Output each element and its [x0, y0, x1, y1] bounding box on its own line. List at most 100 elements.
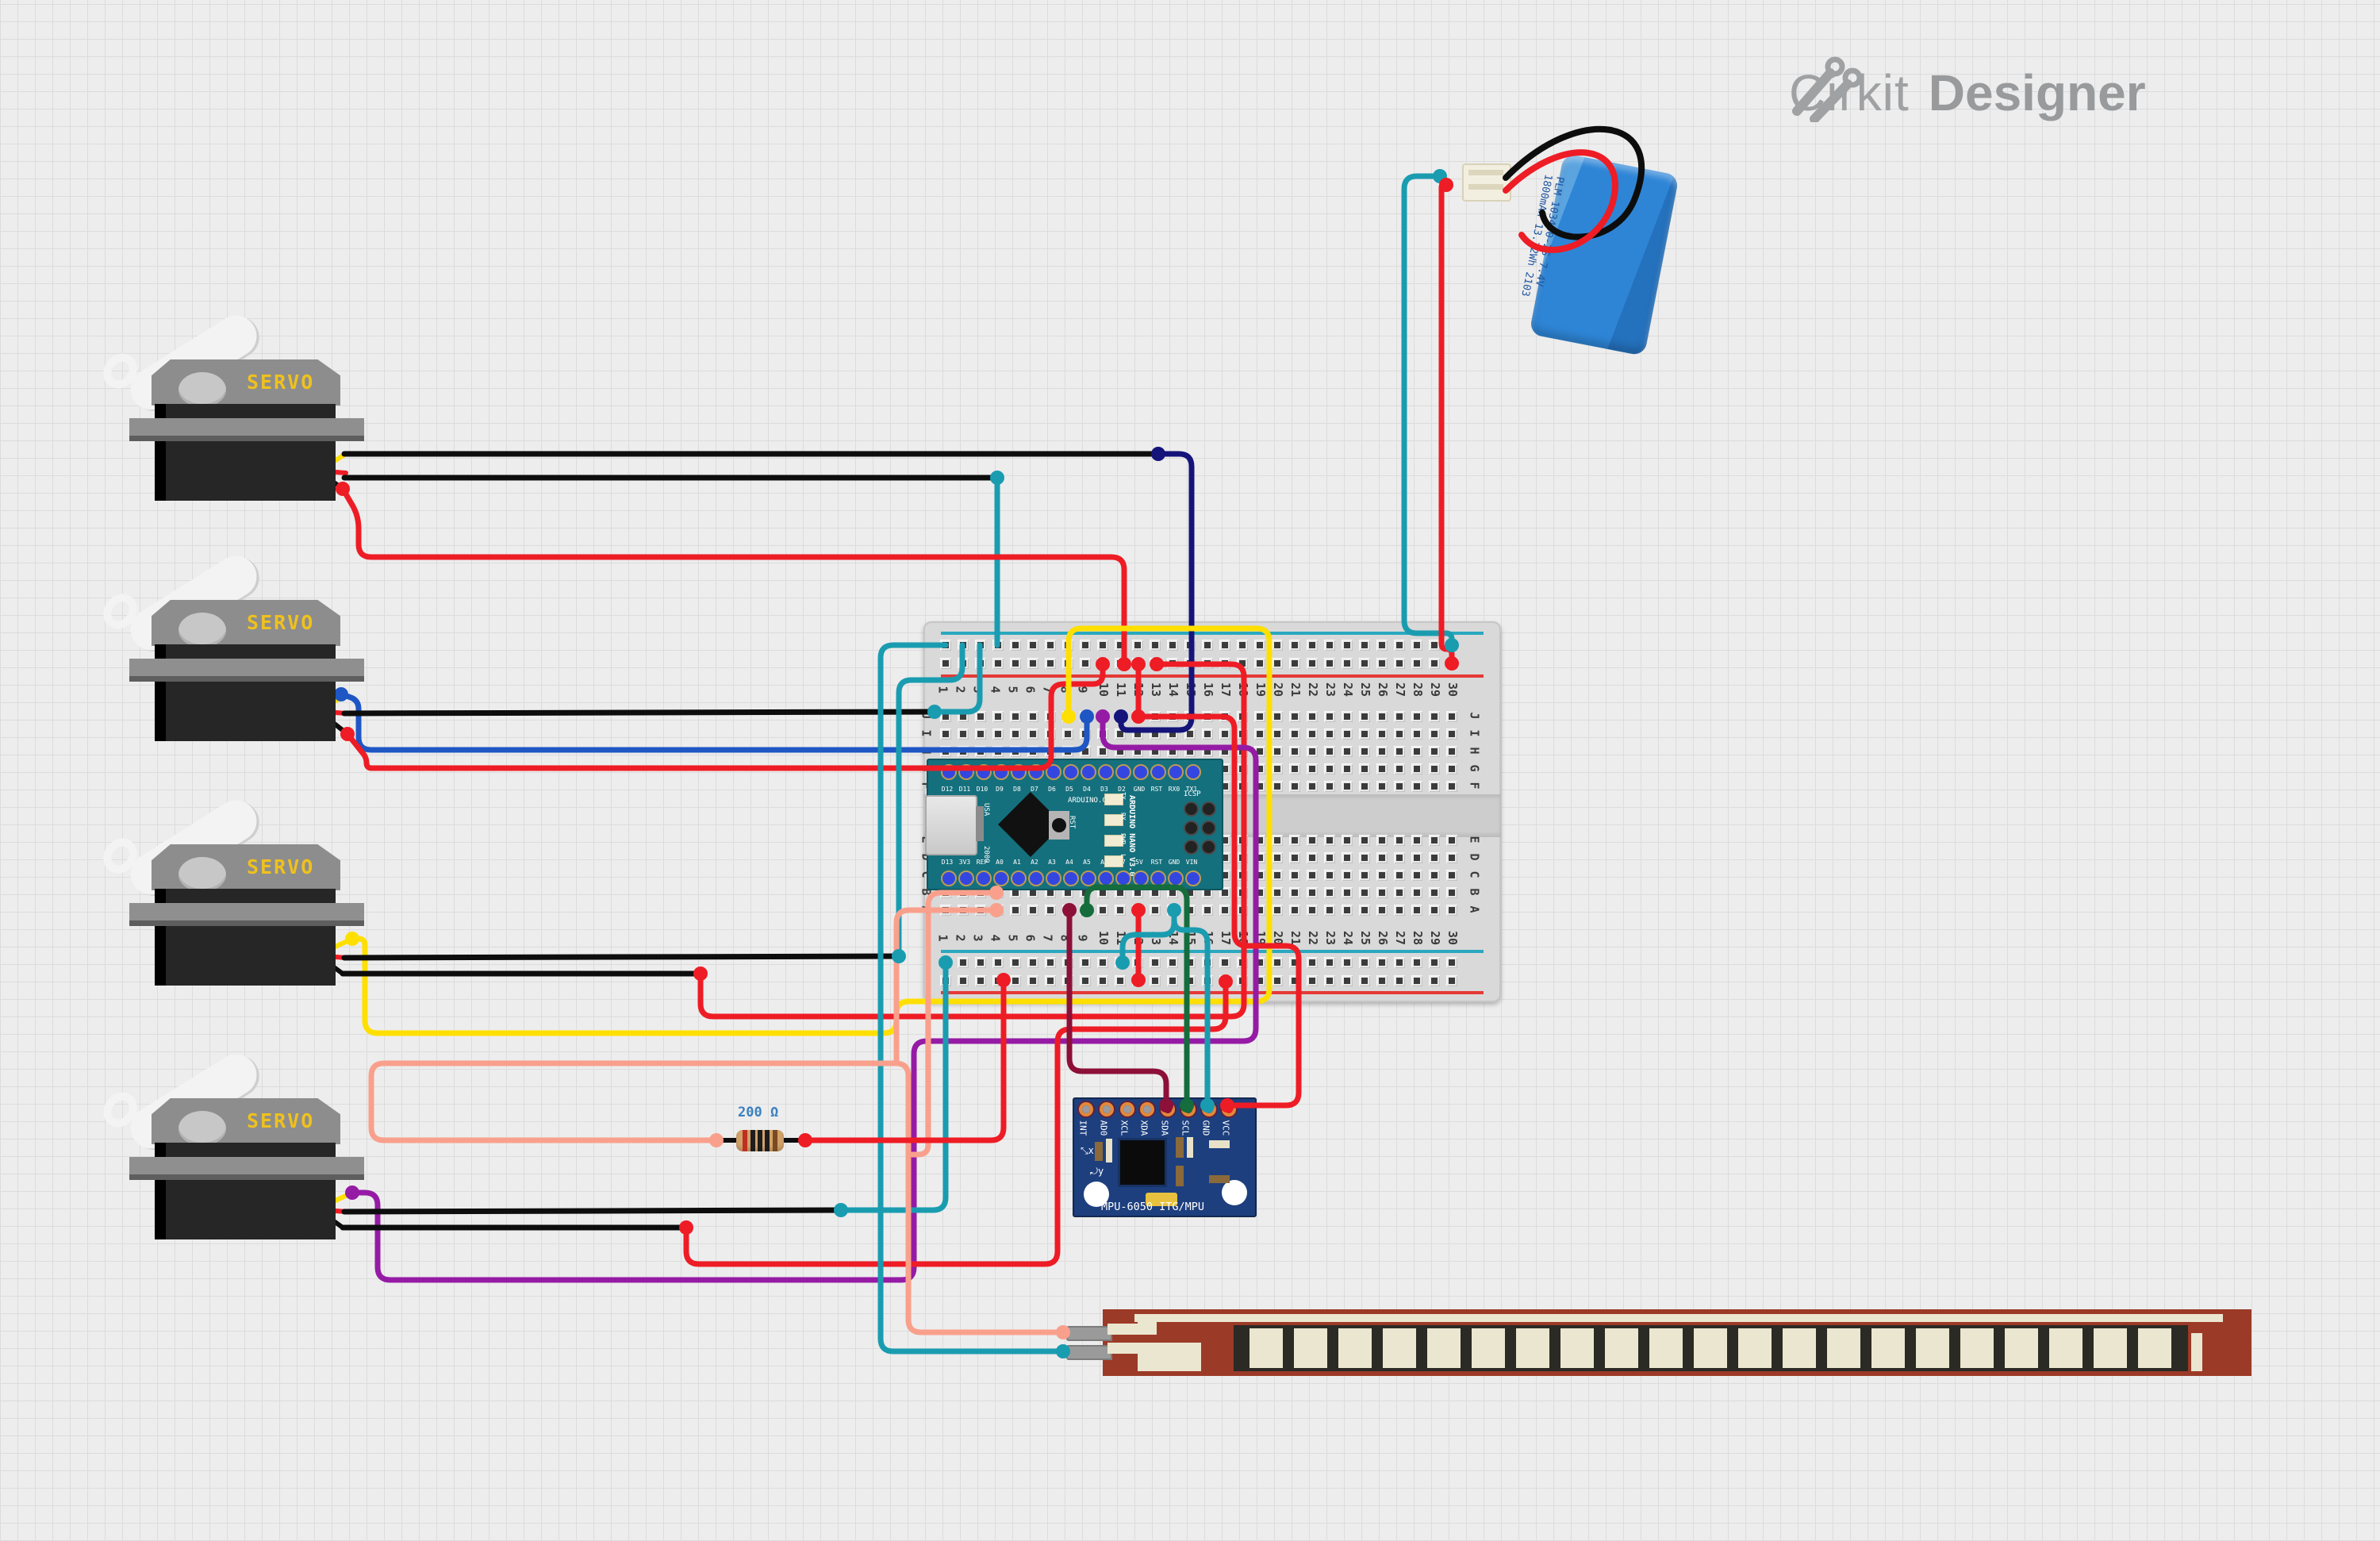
- breadboard-hole[interactable]: [1324, 852, 1335, 863]
- breadboard-hole[interactable]: [1342, 763, 1353, 774]
- wire-junction-dot[interactable]: [1439, 178, 1453, 192]
- wire-junction-dot[interactable]: [1115, 955, 1130, 970]
- wire-black[interactable]: [341, 953, 902, 961]
- breadboard-hole[interactable]: [1307, 887, 1318, 898]
- breadboard-hole[interactable]: [1394, 887, 1405, 898]
- breadboard-hole[interactable]: [1446, 728, 1457, 740]
- nano-pin-A3[interactable]: [1046, 870, 1061, 886]
- wire-junction-dot[interactable]: [1131, 657, 1146, 671]
- nano-pin-A2[interactable]: [1028, 870, 1044, 886]
- wire-teal[interactable]: [1401, 173, 1455, 648]
- nano-pin-D4[interactable]: [1081, 764, 1096, 780]
- breadboard-hole[interactable]: [1411, 887, 1422, 898]
- breadboard-hole[interactable]: [1429, 658, 1440, 669]
- breadboard-hole[interactable]: [1446, 835, 1457, 846]
- breadboard-hole[interactable]: [1376, 763, 1388, 774]
- breadboard-hole[interactable]: [1446, 957, 1457, 968]
- breadboard-hole[interactable]: [1394, 835, 1405, 846]
- breadboard-hole[interactable]: [1097, 957, 1108, 968]
- breadboard-hole[interactable]: [1027, 711, 1038, 722]
- wire-junction-dot[interactable]: [1080, 709, 1094, 724]
- nano-pin-GND[interactable]: [1133, 764, 1149, 780]
- breadboard-hole[interactable]: [1394, 905, 1405, 916]
- wire-red[interactable]: [683, 978, 1229, 1267]
- breadboard-hole[interactable]: [1376, 746, 1388, 757]
- wire-junction-dot[interactable]: [1180, 1098, 1194, 1113]
- breadboard-hole[interactable]: [1272, 905, 1283, 916]
- breadboard-hole[interactable]: [1376, 781, 1388, 792]
- breadboard-hole[interactable]: [1115, 905, 1126, 916]
- breadboard-hole[interactable]: [958, 728, 969, 740]
- breadboard-hole[interactable]: [1324, 711, 1335, 722]
- breadboard-hole[interactable]: [1272, 781, 1283, 792]
- breadboard-hole[interactable]: [1359, 957, 1370, 968]
- wire-black[interactable]: [341, 709, 938, 717]
- breadboard-hole[interactable]: [1429, 640, 1440, 651]
- wire-salmon[interactable]: [893, 907, 1000, 1066]
- wire-junction-dot[interactable]: [1080, 903, 1094, 917]
- breadboard-hole[interactable]: [1324, 746, 1335, 757]
- breadboard-hole[interactable]: [975, 711, 986, 722]
- breadboard-hole[interactable]: [1446, 852, 1457, 863]
- wire-teal[interactable]: [877, 642, 1066, 1355]
- breadboard-hole[interactable]: [1027, 957, 1038, 968]
- breadboard-hole[interactable]: [1097, 905, 1108, 916]
- breadboard-hole[interactable]: [1010, 711, 1021, 722]
- breadboard-hole[interactable]: [1342, 711, 1353, 722]
- wire-junction-dot[interactable]: [1096, 657, 1110, 671]
- breadboard-hole[interactable]: [1376, 905, 1388, 916]
- breadboard-hole[interactable]: [1324, 905, 1335, 916]
- wire-red[interactable]: [697, 661, 1247, 1020]
- flex-sensor[interactable]: [1066, 1309, 2251, 1376]
- breadboard-hole[interactable]: [1359, 887, 1370, 898]
- breadboard-hole[interactable]: [1307, 746, 1318, 757]
- nano-pin-D13[interactable]: [941, 870, 957, 886]
- breadboard-hole[interactable]: [1219, 640, 1230, 651]
- wire-junction-dot[interactable]: [892, 949, 906, 963]
- wire-junction-dot[interactable]: [693, 966, 708, 981]
- wire-black[interactable]: [1503, 125, 1645, 240]
- breadboard-hole[interactable]: [1045, 640, 1056, 651]
- breadboard-hole[interactable]: [1394, 957, 1405, 968]
- breadboard-hole[interactable]: [1045, 658, 1056, 669]
- nano-icsp-pin[interactable]: [1184, 840, 1199, 855]
- breadboard-hole[interactable]: [1342, 746, 1353, 757]
- breadboard-hole[interactable]: [1342, 781, 1353, 792]
- breadboard-hole[interactable]: [1359, 728, 1370, 740]
- nano-pin-D6[interactable]: [1046, 764, 1061, 780]
- wire-teal[interactable]: [931, 642, 983, 715]
- breadboard-hole[interactable]: [1324, 887, 1335, 898]
- wire-teal[interactable]: [896, 642, 965, 959]
- breadboard-hole[interactable]: [1411, 781, 1422, 792]
- breadboard-hole[interactable]: [958, 975, 969, 986]
- breadboard-hole[interactable]: [1429, 746, 1440, 757]
- breadboard-hole[interactable]: [1376, 835, 1388, 846]
- breadboard-hole[interactable]: [1167, 975, 1178, 986]
- wire-junction-dot[interactable]: [1096, 709, 1110, 724]
- breadboard-hole[interactable]: [1342, 640, 1353, 651]
- wire-junction-dot[interactable]: [1159, 1098, 1173, 1113]
- breadboard-hole[interactable]: [992, 711, 1004, 722]
- breadboard-hole[interactable]: [1376, 975, 1388, 986]
- breadboard-hole[interactable]: [1027, 975, 1038, 986]
- breadboard-hole[interactable]: [1272, 887, 1283, 898]
- breadboard-hole[interactable]: [1359, 852, 1370, 863]
- nano-icsp-pin[interactable]: [1201, 820, 1216, 836]
- breadboard-hole[interactable]: [1394, 711, 1405, 722]
- nano-icsp-pin[interactable]: [1201, 801, 1216, 817]
- breadboard-hole[interactable]: [1324, 975, 1335, 986]
- breadboard-hole[interactable]: [1254, 711, 1265, 722]
- breadboard-hole[interactable]: [1202, 728, 1213, 740]
- breadboard-hole[interactable]: [1010, 957, 1021, 968]
- wire-junction-dot[interactable]: [1061, 709, 1076, 724]
- breadboard-hole[interactable]: [1219, 728, 1230, 740]
- breadboard-hole[interactable]: [1150, 905, 1161, 916]
- mpu-pin-XDA[interactable]: [1138, 1101, 1156, 1118]
- breadboard-hole[interactable]: [1342, 870, 1353, 881]
- wire-junction-dot[interactable]: [345, 932, 359, 946]
- nano-pin-A4[interactable]: [1063, 870, 1079, 886]
- breadboard-hole[interactable]: [1272, 957, 1283, 968]
- breadboard-hole[interactable]: [1411, 852, 1422, 863]
- breadboard-hole[interactable]: [1045, 957, 1056, 968]
- nano-pin-REF[interactable]: [976, 870, 992, 886]
